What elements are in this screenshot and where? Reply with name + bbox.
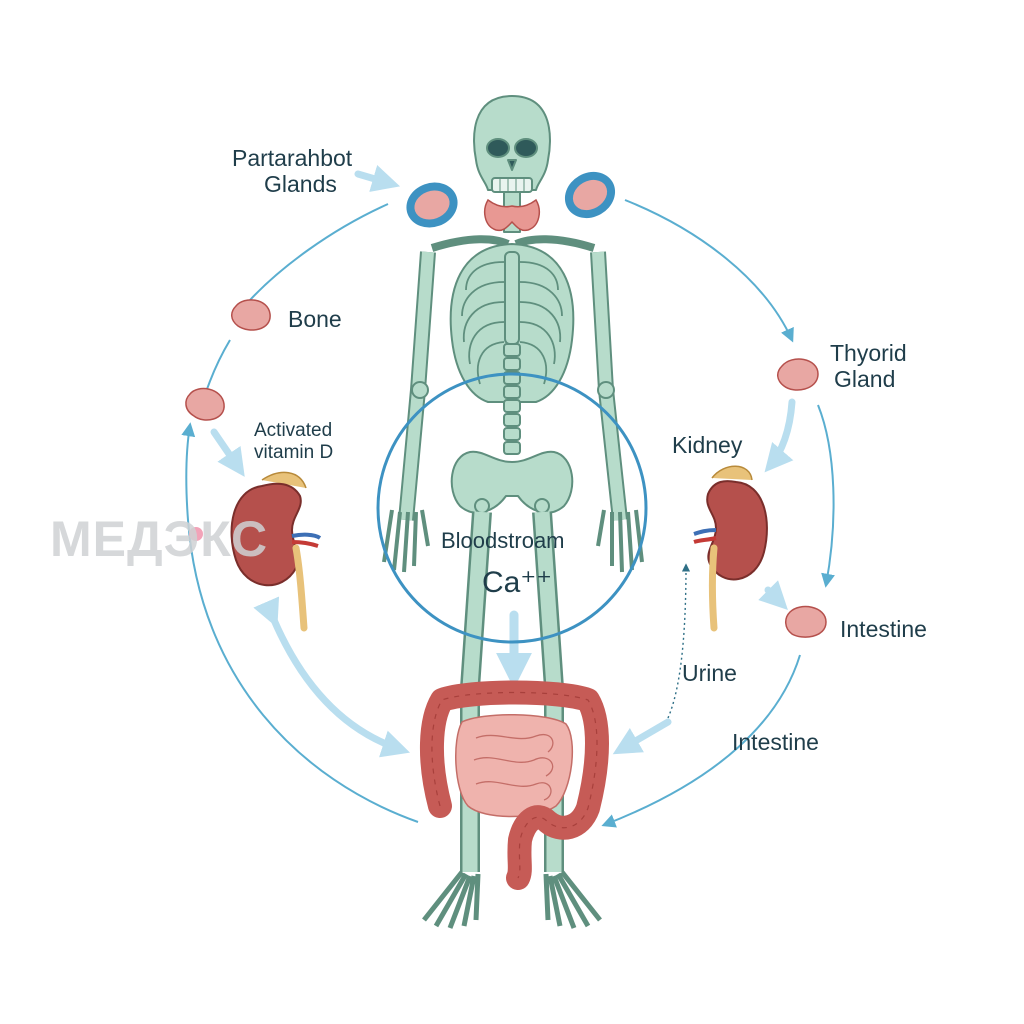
label-thyroid-line2: Gland	[834, 366, 896, 393]
arrow-kidney-gut-double	[253, 596, 410, 758]
small-intestine	[455, 713, 574, 818]
parathyroid-glands	[406, 171, 616, 228]
kidney-left	[230, 471, 322, 632]
label-thyroid-line1: Thyorid	[830, 340, 907, 366]
organ-blobs	[185, 299, 827, 638]
label-activated-line2: vitamin D	[254, 441, 334, 463]
left-hand	[382, 509, 430, 573]
eye-right	[514, 138, 538, 158]
label-kidney: Kidney	[672, 432, 743, 458]
label-bone: Bone	[288, 306, 342, 332]
arrow-parathyroid-to-bone	[249, 203, 389, 301]
arrow-kidney-to-intestine	[758, 580, 788, 610]
label-parathyroid-glands: Partarahbot Glands	[232, 145, 352, 198]
label-calcium-ion: Ca⁺⁺	[482, 566, 553, 599]
arrow-intestine-to-gut	[601, 654, 801, 828]
eye-left	[486, 138, 510, 158]
arrow-right-upper	[624, 199, 794, 343]
label-urine: Urine	[682, 660, 737, 686]
activated-blob	[185, 387, 225, 421]
watermark-logo: МЕДЭКС	[50, 511, 269, 567]
label-activated-line1: Activated	[254, 420, 333, 441]
arrow-bone-to-activated	[204, 339, 231, 396]
label-bloodstream: Bloodstroam	[441, 528, 565, 553]
cycle-arrows	[181, 199, 835, 828]
kidney-right	[693, 465, 768, 632]
label-thyroid-gland: Thyorid Gland	[830, 340, 907, 393]
arrow-thyroid-to-kidney	[764, 398, 796, 473]
skull	[473, 95, 551, 191]
arrow-activated-to-kidney	[210, 428, 245, 477]
intestines	[419, 680, 609, 890]
pelvis	[450, 450, 574, 514]
right-foot	[543, 870, 602, 929]
arrow-parathyroid-label	[354, 165, 401, 192]
spine	[503, 343, 521, 455]
label-parathyroid-line2: Glands	[264, 171, 337, 198]
arrow-urine-to-gut	[612, 718, 672, 755]
thyroid-gland	[483, 198, 541, 232]
bloodstream-circle	[376, 372, 648, 644]
intestine-blob	[785, 605, 827, 638]
thyroid-blob	[777, 358, 819, 391]
left-foot	[422, 870, 481, 929]
label-intestine-bottom: Intestine	[732, 729, 819, 755]
arrow-urine-dotted	[667, 563, 691, 719]
right-hand	[596, 509, 644, 573]
flow-arrows-light	[210, 165, 796, 758]
bone-blob	[231, 299, 271, 331]
label-activated-vitamin-d: Activated vitamin D	[254, 420, 333, 464]
label-intestine-right: Intestine	[840, 616, 927, 642]
label-parathyroid-line1: Partarahbot	[232, 145, 353, 171]
watermark-heart-icon	[189, 527, 203, 541]
arrow-left-outer-up	[181, 422, 419, 823]
arrow-right-outer	[817, 404, 835, 588]
